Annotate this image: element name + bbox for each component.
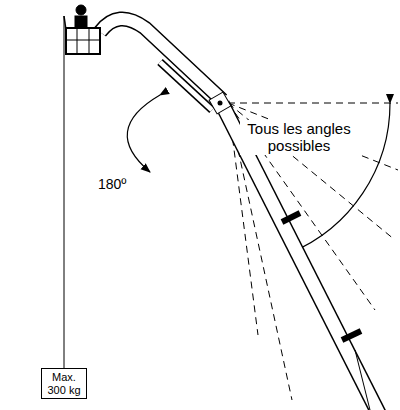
angle-label: 180º [98, 176, 126, 192]
angle-range-label: Tous les angles possibles [240, 120, 358, 155]
angle-guides [228, 103, 398, 400]
upper-boom [100, 19, 231, 114]
basket [64, 5, 100, 54]
load-limit-text: Max. 300 kg [46, 371, 82, 396]
cable [64, 16, 65, 368]
lower-boom [222, 104, 382, 410]
load-box: Max. 300 kg [41, 368, 87, 399]
rotation-arrow [127, 95, 160, 172]
